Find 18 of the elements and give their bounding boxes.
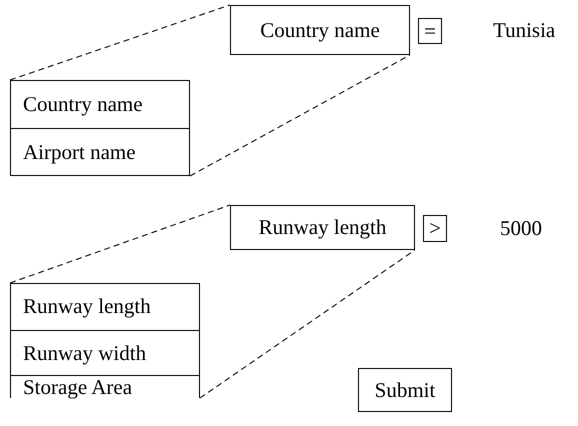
submit-button: Submit (358, 368, 452, 412)
field-row: Country name (11, 80, 189, 128)
value-text: Tunisia (493, 18, 556, 43)
projection-line (200, 250, 416, 398)
field-row: Runway width (11, 330, 199, 375)
field-box: Runway length (230, 205, 415, 250)
field-row: Runway length (11, 283, 199, 330)
table-box (10, 80, 190, 176)
projection-line (10, 204, 230, 284)
field-row: Storage Area (11, 375, 199, 398)
value-text: 5000 (500, 216, 542, 241)
projection-line (10, 4, 230, 80)
field-row: Airport name (11, 128, 189, 176)
table-box (10, 283, 200, 398)
operator-box: = (418, 18, 442, 44)
operator-box: > (423, 215, 447, 242)
projection-line (190, 54, 410, 176)
field-box: Country name (230, 5, 410, 55)
